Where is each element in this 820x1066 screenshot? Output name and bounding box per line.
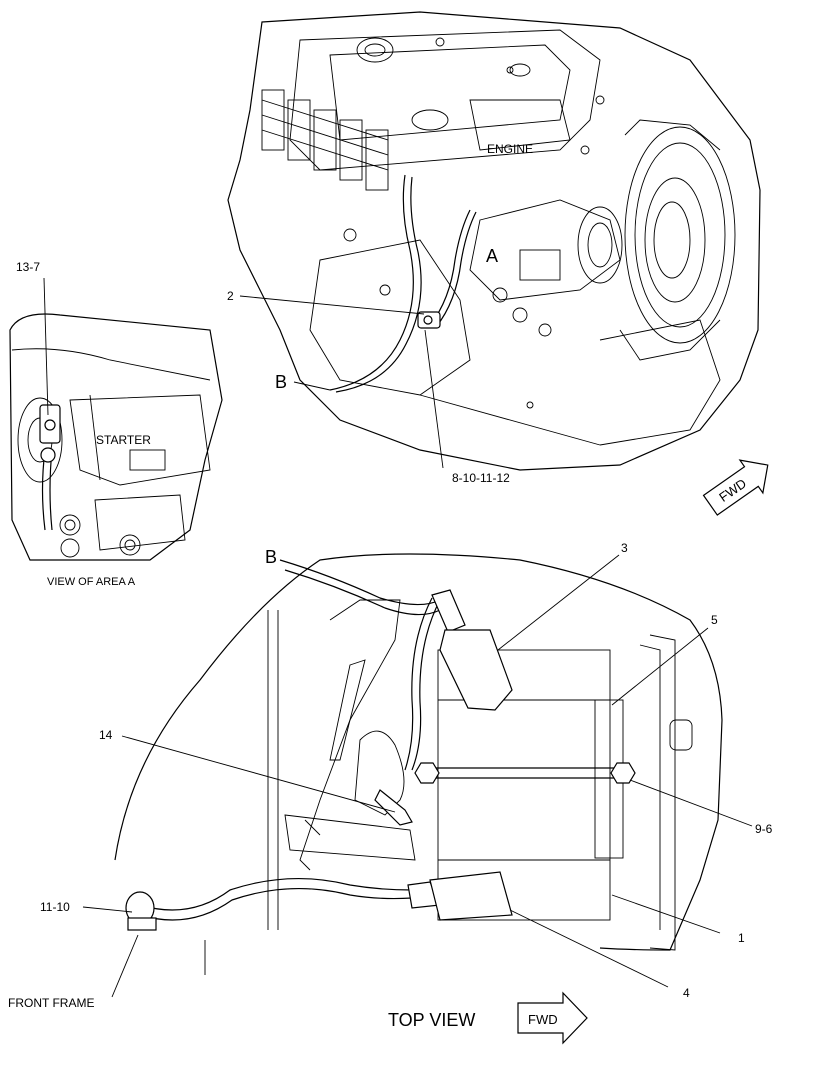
fwd-label-bottom: FWD [528,1012,558,1027]
callout-1: 1 [738,931,745,945]
callout-2: 2 [227,289,234,303]
callout-8-10-11-12: 8-10-11-12 [452,471,510,485]
top-view-caption: TOP VIEW [388,1010,475,1030]
cable-b-label-bottom: B [265,547,277,567]
callout-4-leader [509,909,669,988]
callout-9-6-leader [629,779,753,827]
callout-2-leader [239,295,425,315]
engine-illustration [227,11,761,471]
cable-b-leader-top [293,381,331,391]
callout-5-leader [611,627,709,706]
callout-13-7-leader [43,277,49,416]
callout-13-7: 13-7 [16,260,40,274]
callout-3: 3 [621,541,628,555]
cable-b-label-top: B [275,372,287,392]
callout-14: 14 [99,728,113,742]
callout-5: 5 [711,613,718,627]
starter-label: STARTER [96,433,151,447]
callout-1-leader [611,894,721,934]
engine-label: ENGINE [487,142,533,156]
callout-11-10-leader [82,906,133,913]
callout-9-6: 9-6 [755,822,773,836]
callout-3-leader [497,554,620,651]
fwd-arrow-bottom: FWD [517,991,588,1045]
callout-14-leader [121,735,396,813]
callout-4: 4 [683,986,690,1000]
fwd-label-top: FWD [716,476,749,505]
view-of-area-a-caption: VIEW OF AREA A [47,576,136,588]
area-a-label: A [486,246,498,266]
callout-11-10: 11-10 [40,900,70,914]
callout-8-10-11-12-leader [424,329,444,469]
front-frame-label: FRONT FRAME [8,996,94,1010]
fwd-arrow-top: FWD [702,459,769,516]
area-a-detail [9,313,223,561]
front-frame-leader [111,934,139,998]
top-view-illustration [114,553,723,975]
